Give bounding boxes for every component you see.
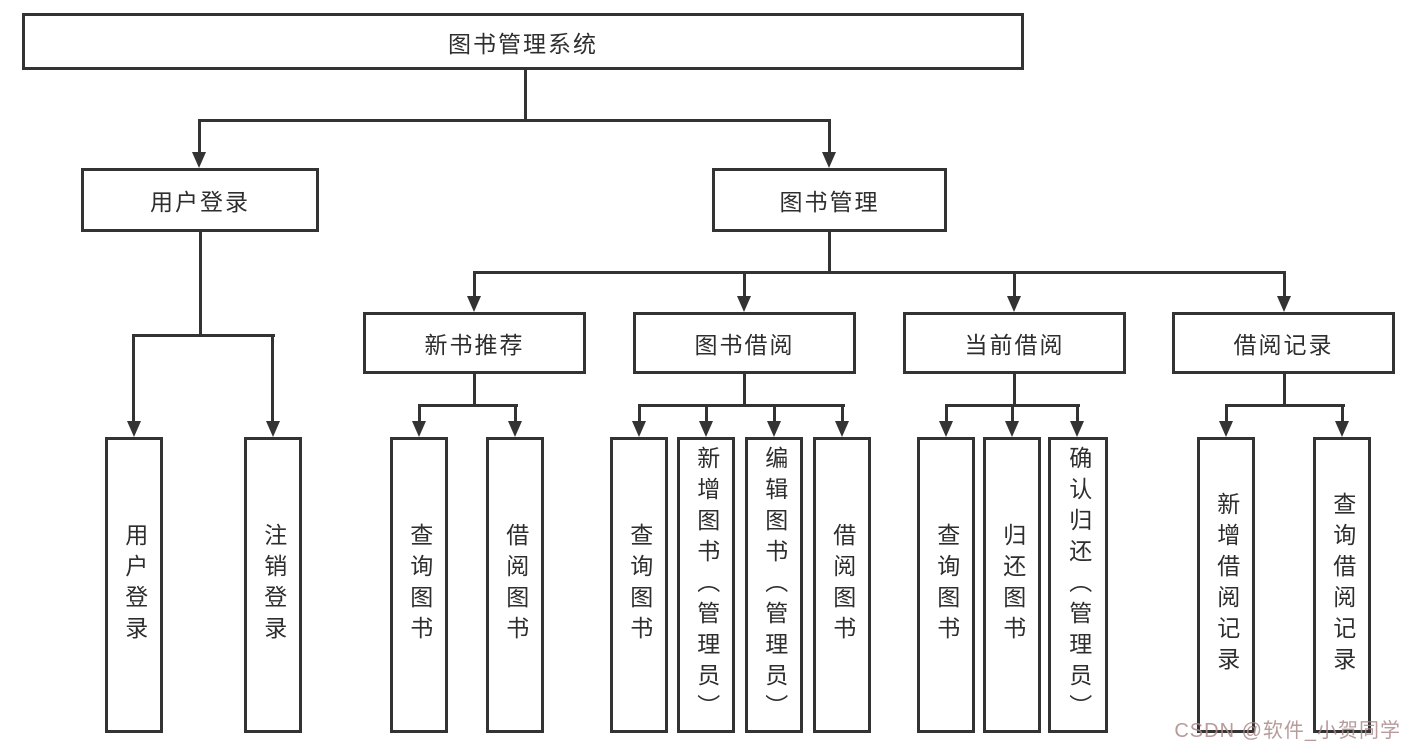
connector-line <box>1225 404 1228 423</box>
node-label: 图书借阅 <box>694 332 795 358</box>
node-label: 查询图书 <box>626 523 653 647</box>
arrowhead-icon <box>1007 296 1021 312</box>
node-label: 归还图书 <box>999 523 1026 647</box>
node-borrow-records: 借阅记录 <box>1172 312 1395 374</box>
node-current-borrowing: 当前借阅 <box>903 312 1126 374</box>
connector-line <box>271 334 274 423</box>
connector-line <box>198 119 831 122</box>
arrowhead-icon <box>127 421 141 437</box>
connector-line <box>1283 271 1286 298</box>
connector-line <box>473 374 476 406</box>
connector-line <box>638 404 641 423</box>
arrowhead-icon <box>737 296 751 312</box>
arrowhead-icon <box>266 421 280 437</box>
connector-line <box>473 271 476 298</box>
connector-line <box>132 334 135 423</box>
arrowhead-icon <box>767 421 781 437</box>
connector-line <box>945 404 948 423</box>
connector-line <box>841 404 844 423</box>
leaf-query-books: 查询图书 <box>917 437 975 733</box>
arrowhead-icon <box>632 421 646 437</box>
connector-line <box>418 404 421 423</box>
arrowhead-icon <box>939 421 953 437</box>
arrowhead-icon <box>1335 421 1349 437</box>
csdn-watermark: CSDN @软件_小贺同学 <box>1174 720 1401 742</box>
connector-line <box>1341 404 1344 423</box>
node-label: 查询图书 <box>406 523 433 647</box>
connector-line <box>524 70 527 120</box>
node-label: 编辑图书（管理员） <box>761 445 788 725</box>
connector-line <box>1013 271 1016 298</box>
arrowhead-icon <box>1277 296 1291 312</box>
leaf-query-borrow-record: 查询借阅记录 <box>1313 437 1371 733</box>
node-label: 查询借阅记录 <box>1329 492 1356 678</box>
connector-line <box>828 119 831 154</box>
connector-line <box>1013 374 1016 406</box>
connector-line <box>198 119 201 154</box>
connector-line <box>133 334 275 337</box>
leaf-confirm-return-admin: 确认归还（管理员） <box>1048 437 1108 733</box>
connector-line <box>1283 374 1286 406</box>
leaf-query-books: 查询图书 <box>390 437 448 733</box>
node-label: 新增借阅记录 <box>1213 492 1240 678</box>
connector-line <box>773 404 776 423</box>
node-label: 确认归还（管理员） <box>1065 445 1092 725</box>
arrowhead-icon <box>1070 421 1084 437</box>
node-root-system: 图书管理系统 <box>22 13 1024 70</box>
node-label: 用户登录 <box>150 189 250 215</box>
connector-line <box>828 232 831 274</box>
connector-line <box>743 271 746 298</box>
node-label: 借阅图书 <box>502 523 529 647</box>
node-label: 借阅记录 <box>1233 332 1334 358</box>
arrowhead-icon <box>192 152 206 168</box>
leaf-edit-books-admin: 编辑图书（管理员） <box>745 437 803 733</box>
connector-line <box>514 404 517 423</box>
connector-line <box>743 374 746 406</box>
node-label: 新增图书（管理员） <box>693 445 720 725</box>
node-new-book-recommend: 新书推荐 <box>363 312 586 374</box>
connector-line <box>418 404 518 407</box>
leaf-user-login: 用户登录 <box>105 437 163 733</box>
arrowhead-icon <box>1005 421 1019 437</box>
arrowhead-icon <box>412 421 426 437</box>
node-book-management: 图书管理 <box>712 168 947 232</box>
leaf-logout: 注销登录 <box>244 437 302 733</box>
arrowhead-icon <box>1219 421 1233 437</box>
leaf-borrow-books: 借阅图书 <box>486 437 544 733</box>
arrowhead-icon <box>699 421 713 437</box>
node-label: 当前借阅 <box>964 332 1065 358</box>
connector-line <box>473 271 1286 274</box>
leaf-query-books: 查询图书 <box>610 437 668 733</box>
node-book-borrowing: 图书借阅 <box>633 312 856 374</box>
connector-line <box>1011 404 1014 423</box>
node-label: 新书推荐 <box>424 332 525 358</box>
node-label: 注销登录 <box>260 523 287 647</box>
connector-line <box>1225 404 1345 407</box>
arrowhead-icon <box>508 421 522 437</box>
connector-line <box>1076 404 1079 423</box>
node-label: 图书管理系统 <box>448 30 598 57</box>
node-label: 借阅图书 <box>829 523 856 647</box>
arrowhead-icon <box>822 152 836 168</box>
connector-line <box>638 404 845 407</box>
node-user-login: 用户登录 <box>81 168 319 232</box>
leaf-add-books-admin: 新增图书（管理员） <box>677 437 735 733</box>
connector-line <box>705 404 708 423</box>
arrowhead-icon <box>835 421 849 437</box>
connector-line <box>199 232 202 335</box>
leaf-add-borrow-record: 新增借阅记录 <box>1197 437 1255 733</box>
arrowhead-icon <box>467 296 481 312</box>
node-label: 查询图书 <box>933 523 960 647</box>
leaf-return-books: 归还图书 <box>983 437 1041 733</box>
node-label: 用户登录 <box>121 523 148 647</box>
node-label: 图书管理 <box>779 189 880 215</box>
leaf-borrow-books: 借阅图书 <box>813 437 871 733</box>
